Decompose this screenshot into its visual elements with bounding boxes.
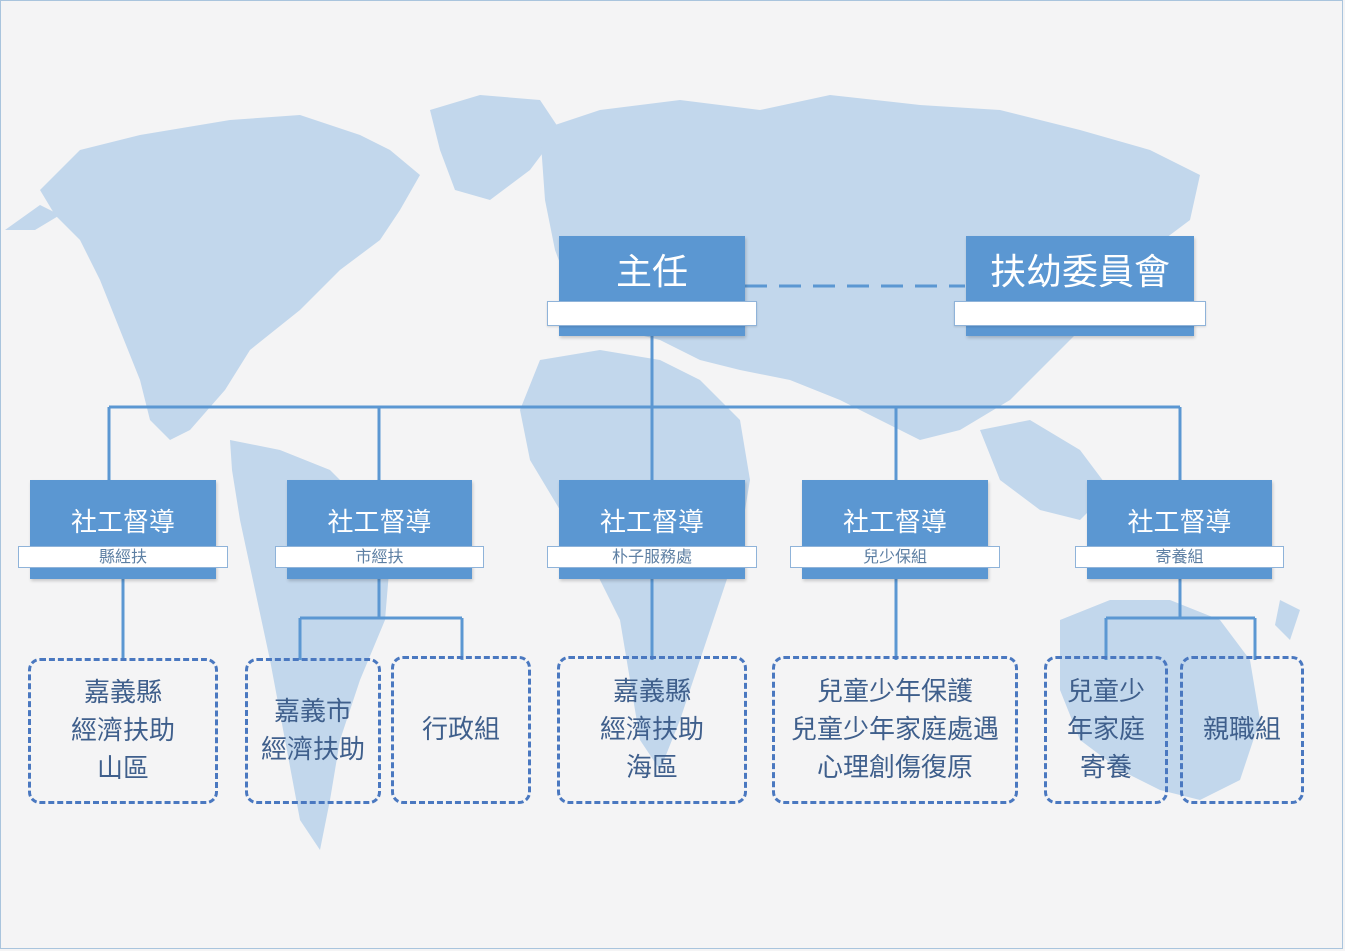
director-band	[547, 301, 757, 326]
unit-line: 經濟扶助	[70, 716, 175, 746]
unit-line: 親職組	[1202, 715, 1281, 745]
supervisor-title: 社工督導	[842, 508, 947, 538]
unit-line: 嘉義縣	[612, 677, 691, 707]
unit-line: 年家庭	[1066, 715, 1145, 745]
unit-line: 兒童少年保護	[816, 677, 973, 707]
unit-line: 山區	[96, 754, 149, 784]
unit-line: 行政組	[421, 715, 500, 745]
unit-line: 海區	[625, 753, 678, 783]
unit-line: 心理創傷復原	[816, 753, 973, 783]
supervisor-title: 社工督導	[599, 508, 704, 538]
supervisor-title: 社工督導	[70, 508, 175, 538]
unit-box: 兒童少 年家庭 寄養	[1044, 656, 1168, 804]
unit-line: 兒童少	[1066, 677, 1145, 707]
committee-band	[954, 301, 1206, 326]
unit-line: 經濟扶助	[599, 715, 704, 745]
supervisor-unit-label: 寄養組	[1075, 546, 1284, 568]
unit-box: 嘉義市 經濟扶助	[245, 658, 381, 804]
unit-line: 嘉義市	[273, 697, 352, 727]
director-title: 主任	[615, 252, 688, 293]
unit-box: 嘉義縣 經濟扶助 海區	[557, 656, 747, 804]
supervisor-unit-label: 縣經扶	[18, 546, 228, 568]
supervisor-title: 社工督導	[1127, 508, 1232, 538]
supervisor-unit-label: 兒少保組	[790, 546, 1000, 568]
unit-line: 嘉義縣	[83, 678, 162, 708]
unit-box: 兒童少年保護 兒童少年家庭處遇 心理創傷復原	[772, 656, 1018, 804]
supervisor-unit-label: 朴子服務處	[547, 546, 757, 568]
unit-line: 經濟扶助	[260, 735, 365, 765]
unit-line: 兒童少年家庭處遇	[790, 715, 999, 745]
unit-box: 親職組	[1180, 656, 1304, 804]
committee-title: 扶幼委員會	[989, 252, 1170, 293]
unit-box: 行政組	[391, 656, 531, 804]
supervisor-title: 社工督導	[327, 508, 432, 538]
unit-line: 寄養	[1079, 753, 1132, 783]
unit-box: 嘉義縣 經濟扶助 山區	[28, 658, 218, 804]
supervisor-unit-label: 市經扶	[275, 546, 484, 568]
